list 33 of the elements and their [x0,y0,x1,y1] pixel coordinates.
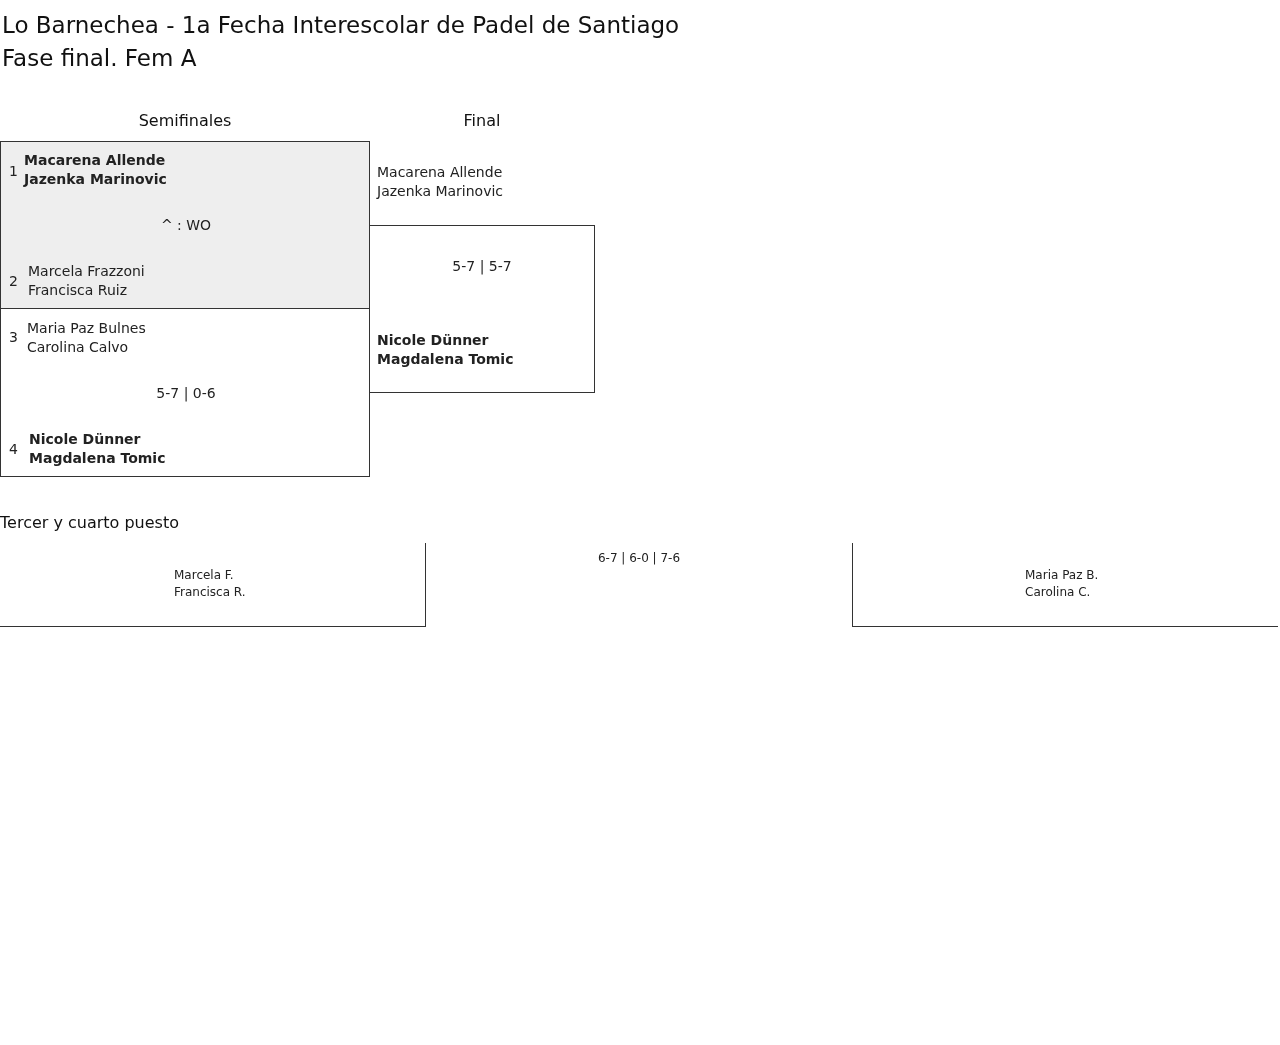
seed-number: 4 [9,440,18,458]
player-name: Macarena Allende [377,163,503,181]
column-heading: Semifinales [138,109,232,131]
player-name: Nicole Dünner [377,331,489,349]
match-score: ^ : WO [160,216,212,234]
player-name: Francisca Ruiz [28,281,128,299]
match-score: 6-7 | 6-0 | 7-6 [597,550,681,566]
player-name: Carolina Calvo [27,338,129,356]
match-score: 5-7 | 0-6 [156,384,216,402]
match-box [0,141,370,309]
player-name: Jazenka Marinovic [377,182,504,200]
column-heading: Final [463,109,501,131]
player-name: Macarena Allende [24,151,166,169]
bracket-frame [852,543,1278,627]
section-heading: Tercer y cuarto puesto [0,511,179,533]
player-name: Maria Paz B. [1025,567,1099,583]
player-name: Marcela Frazzoni [28,262,145,280]
player-name: Jazenka Marinovic [24,170,167,188]
seed-number: 3 [9,328,18,346]
player-name: Carolina C. [1025,584,1091,600]
match-box [0,308,370,477]
seed-number: 2 [9,272,18,290]
bracket-frame [0,543,426,627]
player-name: Magdalena Tomic [377,350,514,368]
player-name: Nicole Dünner [29,430,141,448]
title-heading: Lo Barnechea - 1a Fecha Interescolar de Padel de Santiago [2,11,680,40]
subtitle-heading: Fase final. Fem A [2,44,197,73]
player-name: Francisca R. [174,584,246,600]
match-score: 5-7 | 5-7 [452,257,512,275]
player-name: Marcela F. [174,567,234,583]
player-name: Maria Paz Bulnes [27,319,146,337]
seed-number: 1 [9,162,18,180]
player-name: Magdalena Tomic [29,449,166,467]
